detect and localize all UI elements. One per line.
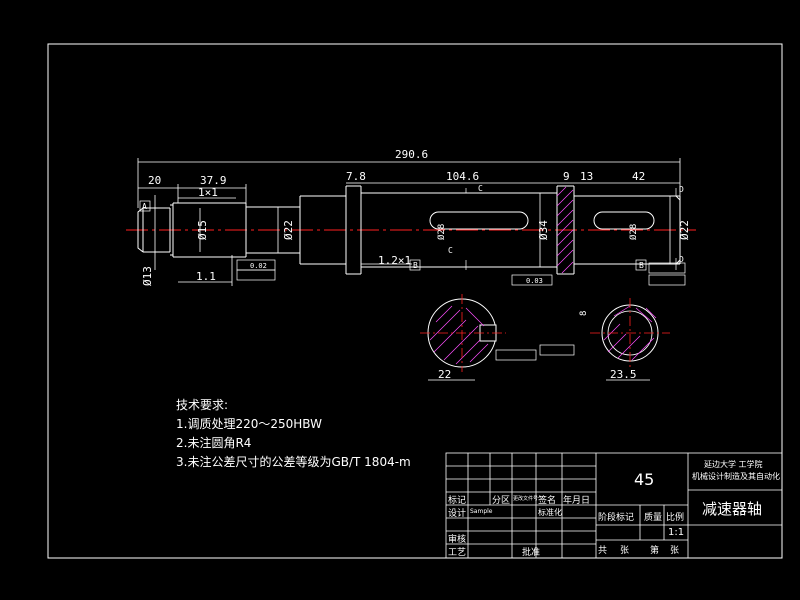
sheets-label: 张	[620, 546, 630, 556]
label-section-c-top: C	[478, 184, 483, 193]
gtol-value-2: 0.03	[526, 277, 543, 285]
datum-a-label: A	[142, 202, 147, 211]
col-mark: 标记	[448, 496, 467, 506]
dim-42: 42	[632, 170, 645, 183]
dim-chamfer-1x1: 1×1	[198, 186, 218, 199]
section-d	[539, 298, 670, 381]
datum-b-label-right: B	[639, 261, 644, 270]
dim-1-1: 1.1	[196, 270, 216, 283]
dim-7-8: 7.8	[346, 170, 366, 183]
stage-mark: 阶段标记	[598, 513, 635, 523]
dim-section-23-5: 23.5	[610, 368, 637, 381]
row-design: 设计	[448, 509, 467, 519]
dim-section-22: 22	[438, 368, 451, 381]
dim-overall-length: 290.6	[395, 148, 428, 161]
school-name: 延边大学 工学院	[704, 460, 763, 469]
dim-9: 9	[563, 170, 570, 183]
datum-b-label: B	[413, 261, 418, 270]
dim-dia-13: Ø13	[141, 266, 154, 286]
col-doc: 更改文件号	[513, 496, 539, 502]
dim-37-9: 37.9	[200, 174, 227, 187]
label-section-d-bottom: D	[679, 255, 684, 264]
notes-line-1: 1.调质处理220～250HBW	[176, 417, 322, 431]
dim-dia-22-left: Ø22	[282, 220, 295, 240]
part-name: 减速器轴	[702, 500, 763, 518]
sheets2-label: 张	[670, 546, 680, 556]
dim-chamfer-1-2x1: 1.2×1	[378, 254, 411, 267]
standardization: 标准化	[538, 508, 562, 517]
label-section-d-top: D	[679, 185, 684, 194]
designer-name: Sample	[470, 508, 493, 515]
scale-value: 1:1	[668, 527, 685, 538]
dim-20: 20	[148, 174, 161, 187]
dim-dia-28-left: Ø28	[436, 224, 447, 240]
drawing-border	[47, 43, 783, 559]
title-block-grid	[445, 452, 783, 559]
dim-groove-width: 8	[579, 311, 589, 316]
notes-line-2: 2.未注圆角R4	[176, 436, 252, 450]
ratio-label: 比例	[666, 513, 685, 523]
dim-dia-22-right: Ø22	[678, 220, 691, 240]
dim-dia-34: Ø34	[537, 220, 550, 240]
shoulder-hatch	[556, 186, 574, 274]
dim-dia-28-right: Ø28	[628, 224, 639, 240]
department-name: 机械设计制造及其自动化	[692, 472, 780, 481]
sheet-no-label: 第	[650, 546, 660, 556]
row-review: 审核	[448, 535, 467, 545]
notes-line-3: 3.未注公差尺寸的公差等级为GB/T 1804-m	[176, 455, 411, 469]
gtol-value-1: 0.02	[250, 262, 267, 270]
material-cell: 45	[634, 470, 655, 489]
label-section-c-bottom: C	[448, 246, 453, 255]
col-zone: 分区	[492, 496, 511, 506]
weight-label: 质量	[644, 513, 663, 523]
col-date: 年月日	[563, 496, 591, 506]
dimension-lines	[137, 158, 681, 286]
col-sign: 签名	[538, 496, 557, 506]
section-c	[420, 294, 537, 381]
dim-104-6: 104.6	[446, 170, 479, 183]
dim-13: 13	[580, 170, 593, 183]
row-process: 工艺	[448, 548, 467, 558]
dim-dia-15: Ø15	[196, 220, 209, 240]
total-label: 共	[598, 546, 608, 556]
shaft-outline	[137, 185, 681, 275]
gtol-frames	[139, 188, 686, 286]
technical-requirements: 技术要求: 1.调质处理220～250HBW 2.未注圆角R4 3.未注公差尺寸…	[176, 396, 411, 472]
notes-title: 技术要求:	[176, 398, 229, 412]
approve-label: 批准	[522, 548, 541, 558]
